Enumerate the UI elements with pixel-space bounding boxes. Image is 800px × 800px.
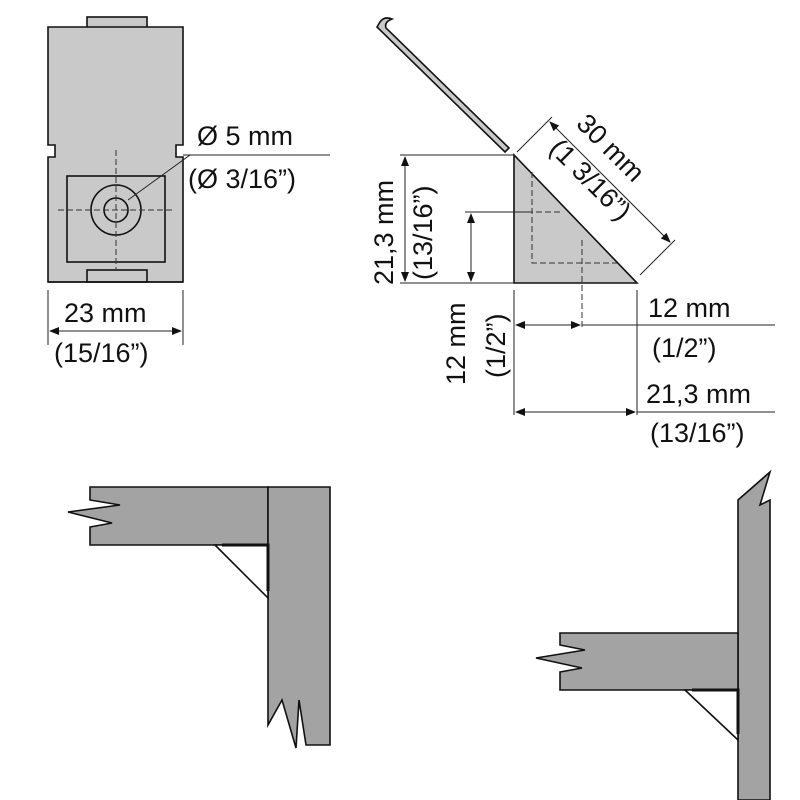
hole-diameter-label: Ø 5 mm [197,121,293,151]
base-inch-label: (13/16”) [650,418,745,448]
bracket-in-corner [213,544,269,600]
wall-board [737,469,772,800]
shelf-mount-illustration [535,469,772,800]
hole-offset-label: 12 mm [648,293,731,323]
vertical-board [267,486,331,749]
front-view: Ø 5 mm (Ø 3/16”) 23 mm (15/16”) [47,16,330,368]
hole-height-label: 12 mm [441,302,471,385]
height-inch-label: (13/16”) [408,185,438,280]
shelf-board [535,632,739,691]
bottom-tab [86,269,148,283]
hook-tool [375,17,511,154]
side-view: 30 mm (1 3/16”) 21,3 mm (13/16”) 12 mm (… [369,17,775,448]
base-label: 21,3 mm [646,379,751,409]
width-inch-label: (15/16”) [54,338,149,368]
corner-mount-illustration [67,486,331,749]
hole-height-inch-label: (1/2”) [481,313,511,378]
hole-offset-inch-label: (1/2”) [652,333,717,363]
horizontal-board [67,486,269,546]
width-label: 23 mm [64,298,147,328]
height-label: 21,3 mm [369,180,399,285]
bracket-under-shelf [682,689,739,742]
hole-diameter-inch-label: (Ø 3/16”) [188,164,296,194]
